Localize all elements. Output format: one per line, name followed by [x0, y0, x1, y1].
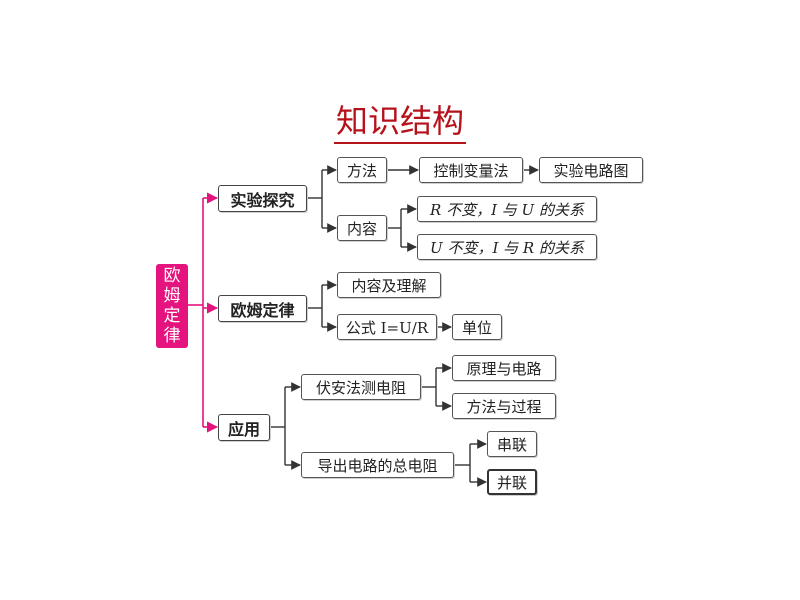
root-char: 欧	[163, 266, 181, 286]
root-node-ohms-law: 欧 姆 定 律	[156, 264, 188, 348]
root-char: 律	[163, 326, 181, 346]
node-understanding: 内容及理解	[337, 272, 441, 298]
node-unit: 单位	[452, 314, 502, 340]
root-connectors	[188, 192, 219, 433]
page-title: 知识结构	[0, 96, 800, 144]
node-method-process: 方法与过程	[452, 393, 556, 419]
node-application: 应用	[218, 414, 270, 441]
node-voltammetry: 伏安法测电阻	[301, 374, 421, 400]
node-total-resistance: 导出电路的总电阻	[301, 452, 454, 478]
node-method: 方法	[337, 157, 387, 183]
node-control-variable: 控制变量法	[419, 157, 523, 183]
node-series: 串联	[487, 431, 537, 457]
node-law: 欧姆定律	[218, 295, 307, 322]
branch-connectors	[270, 165, 539, 487]
node-parallel: 并联	[487, 469, 537, 495]
node-r-constant: R 不变，I 与 U 的关系	[417, 196, 597, 222]
node-principle-circuit: 原理与电路	[452, 355, 556, 381]
node-experiment: 实验探究	[218, 185, 307, 212]
node-circuit-diagram: 实验电路图	[539, 157, 643, 183]
node-formula: 公式 I=U/R	[337, 314, 437, 340]
node-content: 内容	[337, 215, 387, 241]
root-char: 定	[163, 306, 181, 326]
node-u-constant: U 不变，I 与 R 的关系	[417, 234, 597, 260]
root-char: 姆	[163, 286, 181, 306]
